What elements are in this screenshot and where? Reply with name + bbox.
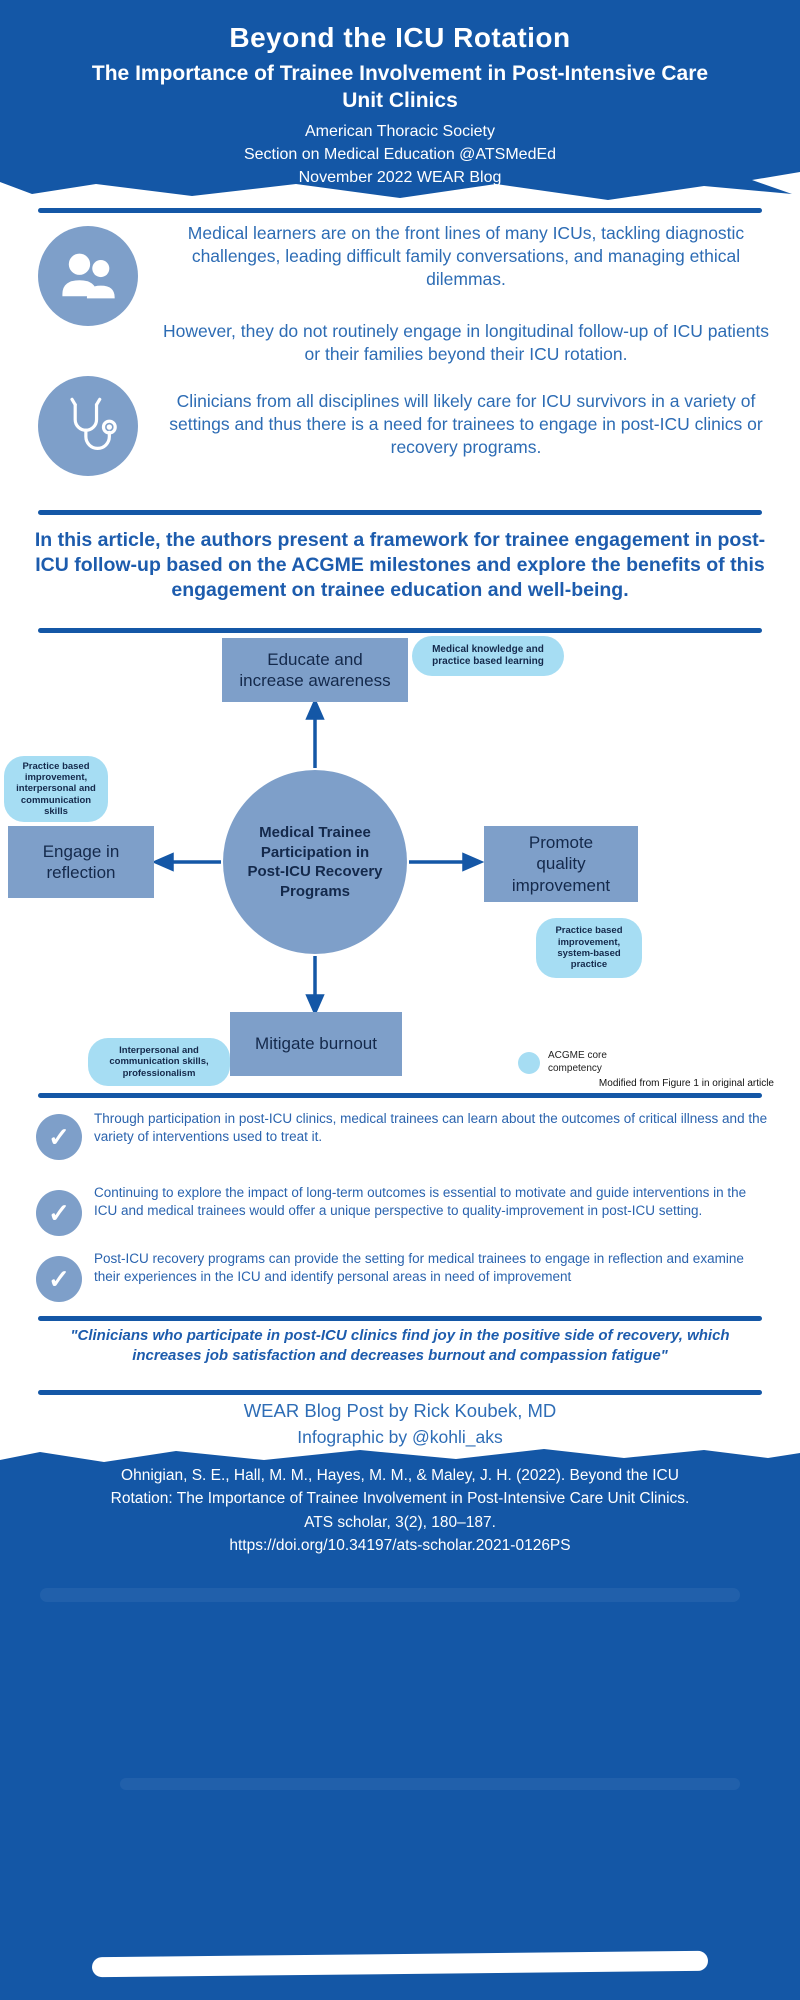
- intro-paragraph-2: However, they do not routinely engage in…: [162, 321, 770, 365]
- divider: [38, 1390, 762, 1395]
- org-section: Section on Medical Education @ATSMedEd: [243, 146, 557, 164]
- node-reflection: Engage in reflection: [8, 826, 154, 898]
- intro-paragraph-3: Clinicians from all disciplines will lik…: [169, 391, 763, 458]
- citation-line-2: Rotation: The Importance of Trainee Invo…: [110, 1490, 690, 1508]
- competency-bubble-left: Practice based improvement, interpersona…: [4, 756, 108, 822]
- stethoscope-icon-svg: [70, 397, 117, 450]
- divider: [38, 628, 762, 633]
- diagram-center: Medical Trainee Participation in Post-IC…: [223, 770, 407, 954]
- stethoscope-icon: [38, 376, 138, 476]
- check-icon: ✓: [36, 1190, 82, 1236]
- check-glyph: ✓: [48, 1121, 70, 1152]
- check-glyph: ✓: [48, 1197, 70, 1228]
- pull-quote: "Clinicians who participate in post-ICU …: [70, 1327, 730, 1365]
- people-icon-svg: [62, 253, 115, 299]
- divider: [38, 1093, 762, 1098]
- check-icon: ✓: [36, 1114, 82, 1160]
- citation: Ohnigian, S. E., Hall, M. M., Hayes, M. …: [20, 1464, 780, 1557]
- credit-infographic: Infographic by @kohli_aks: [297, 1427, 503, 1447]
- legend-label: ACGME core competency: [548, 1050, 607, 1074]
- check-icon: ✓: [36, 1256, 82, 1302]
- divider: [38, 510, 762, 515]
- framework-statement: In this article, the authors present a f…: [34, 529, 766, 601]
- brush-streak: [40, 1588, 740, 1602]
- intro-paragraph-1: Medical learners are on the front lines …: [187, 223, 745, 290]
- benefit-item: Post-ICU recovery programs can provide t…: [94, 1251, 744, 1285]
- competency-bubble-top: Medical knowledge and practice based lea…: [412, 636, 564, 676]
- divider: [38, 208, 762, 213]
- citation-line-3: ATS scholar, 3(2), 180–187.: [304, 1513, 496, 1531]
- brush-streak: [91, 1950, 709, 1978]
- diagram-arrows: [151, 697, 485, 1017]
- node-burnout: Mitigate burnout: [230, 1012, 402, 1076]
- check-glyph: ✓: [48, 1263, 70, 1294]
- figure-attribution: Modified from Figure 1 in original artic…: [598, 1078, 774, 1089]
- org-name: American Thoracic Society: [305, 123, 495, 140]
- benefit-item: Continuing to explore the impact of long…: [94, 1185, 747, 1219]
- divider: [38, 1316, 762, 1321]
- legend-dot: [518, 1052, 540, 1074]
- credit-author: WEAR Blog Post by Rick Koubek, MD: [243, 1400, 557, 1421]
- benefit-item: Through participation in post-ICU clinic…: [94, 1111, 768, 1145]
- citation-doi: https://doi.org/10.34197/ats-scholar.202…: [229, 1536, 571, 1554]
- org-block: American Thoracic Society Section on Med…: [0, 120, 800, 190]
- competency-bubble-right: Practice based improvement, system-based…: [536, 918, 642, 978]
- page-subtitle: The Importance of Trainee Involvement in…: [91, 62, 709, 113]
- header-band: [0, 0, 800, 200]
- footer-band: Ohnigian, S. E., Hall, M. M., Hayes, M. …: [0, 1449, 800, 2000]
- people-icon: [38, 226, 138, 326]
- node-quality: Promote quality improvement: [484, 826, 638, 902]
- competency-bubble-bottom: Interpersonal and communication skills, …: [88, 1038, 230, 1086]
- competency-diagram: Educate and increase awareness Medical k…: [0, 632, 800, 1094]
- page-title: Beyond the ICU Rotation: [229, 22, 571, 53]
- brush-streak: [120, 1778, 740, 1790]
- node-educate: Educate and increase awareness: [222, 638, 408, 702]
- org-date: November 2022 WEAR Blog: [298, 169, 502, 187]
- citation-line-1: Ohnigian, S. E., Hall, M. M., Hayes, M. …: [121, 1467, 679, 1484]
